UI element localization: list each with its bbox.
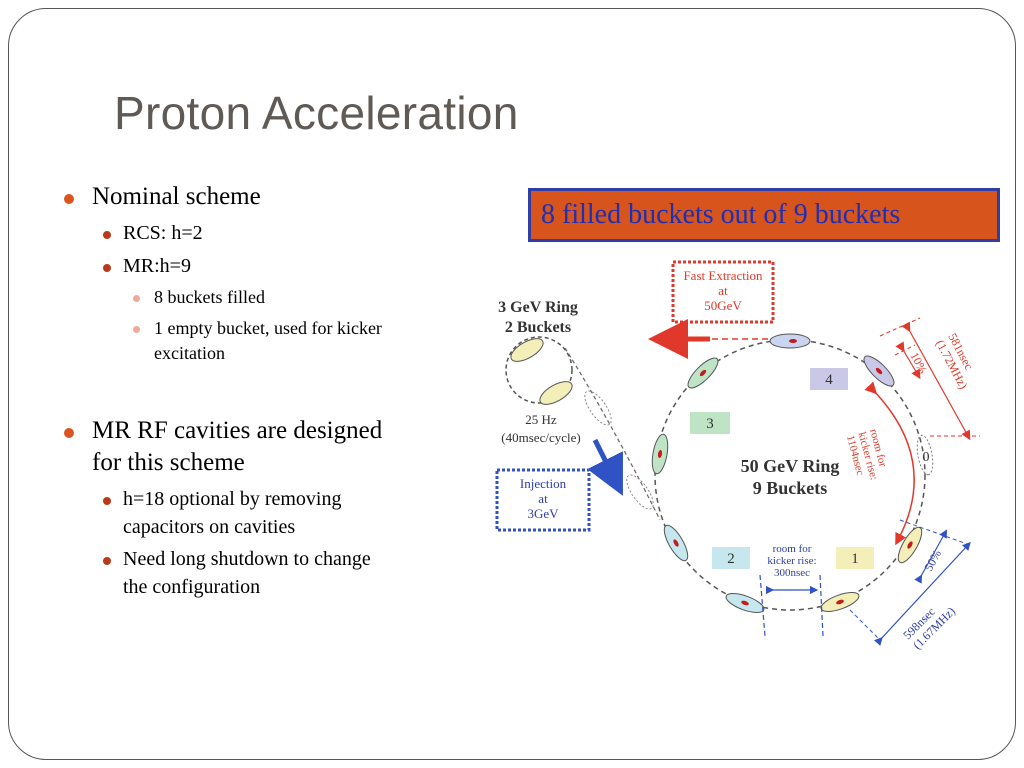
banner-text: 8 filled buckets out of 9 buckets [541,199,901,230]
kicker-room-guide [819,574,824,637]
transfer-bucket [626,474,654,510]
bullet-mr-rf-line1: MR RF cavities are designed [92,417,383,444]
bucket-dot [875,367,883,375]
injection-label-1: Injection [520,476,567,491]
bullet-dot [64,194,74,204]
pct50-label-group: 50% [921,547,944,573]
bullet-dot [64,428,74,438]
ring50-label-2: 9 Buckets [753,478,828,498]
t581-label-group: 581nsec (1.72MHz) [933,331,976,392]
fast-extraction-label-3: 50GeV [704,298,742,313]
freq-label-2: (40msec/cycle) [501,430,580,445]
kicker-room-label-1: room for [773,543,812,555]
fast-extraction-box [671,260,775,324]
main-ring [654,339,926,611]
highlight-banner: 8 filled buckets out of 9 buckets [528,188,1000,242]
bucket-dot [657,450,663,458]
bullet-rcs: RCS: h=2 [123,222,203,244]
transfer-line [564,347,661,521]
ring3-label-2: 2 Buckets [505,319,571,336]
ring3-label-1: 3 GeV Ring [498,299,578,316]
freq-label-1: 25 Hz [525,412,557,427]
injection-label-2: at [538,491,548,506]
bullet-dot [133,295,140,302]
bullet-h18-line1: h=18 optional by removing [123,488,342,510]
bullet-mr: MR:h=9 [123,255,191,277]
dim-arrow-10pct [895,341,921,380]
dim-guide [879,317,921,337]
bucket-box-1-label: 1 [851,551,859,567]
kicker-room-label-3: 300nsec [774,567,810,579]
dim-arrow-598 [874,541,971,646]
bullet-empty-line1: 1 empty bucket, used for kicker [154,318,382,338]
bullet-empty-line2: excitation [154,343,225,363]
fast-extraction-label-1: Fast Extraction [683,268,763,283]
transfer-bucket [584,390,612,426]
ring50-label-1: 50 GeV Ring [741,456,840,476]
injection-label-3: 3GeV [527,506,559,521]
pct50-label: 50% [921,547,944,573]
bullet-dot [103,557,111,565]
bullet-nominal: Nominal scheme [92,183,261,210]
rcs-bucket [539,381,573,405]
bullet-mr-rf-line2: for this scheme [92,449,245,476]
kicker-room-side-arc [864,381,915,546]
bucket-box-4 [810,368,848,390]
bullet-dot [133,326,140,333]
slide-title: Proton Acceleration [114,87,519,139]
kicker-room-guide [759,574,766,637]
bullet-filled: 8 buckets filled [154,287,265,307]
bullet-dot [103,497,111,505]
bucket-box-2 [712,547,750,569]
fast-extraction-label-2: at [718,283,728,298]
bucket-box-4-label: 4 [825,372,833,388]
bullet-shutdown-line2: the configuration [123,576,261,598]
bucket-dot [699,369,707,377]
bullet-dot [103,231,111,239]
empty-bucket-zero: 0 [923,450,930,465]
bucket-dot [673,539,679,547]
bucket-dot [789,339,797,343]
bucket-box-1 [836,547,874,569]
kicker-room-label-2: kicker rise: [767,555,816,567]
rcs-ring [505,336,573,404]
bullet-shutdown-line1: Need long shutdown to change [123,548,371,570]
slide-frame [8,8,1016,760]
bullet-dot [103,264,111,272]
t598-label-group: 598nsec (1.67MHz) [900,604,958,652]
bucket-dot [741,600,749,606]
dim-guide [849,609,881,641]
bullet-h18-line2: capacitors on cavities [123,516,296,538]
kicker-room-side-labels: room for kicker rise: 1104nsec [844,428,889,482]
bucket-box-3-label: 3 [706,416,714,432]
rcs-bucket [510,338,544,362]
bucket-box-2-label: 2 [727,551,735,567]
injection-arrow [587,438,623,496]
bucket-box-3 [690,412,730,434]
bucket-dot [836,599,844,605]
injection-box [495,468,591,532]
